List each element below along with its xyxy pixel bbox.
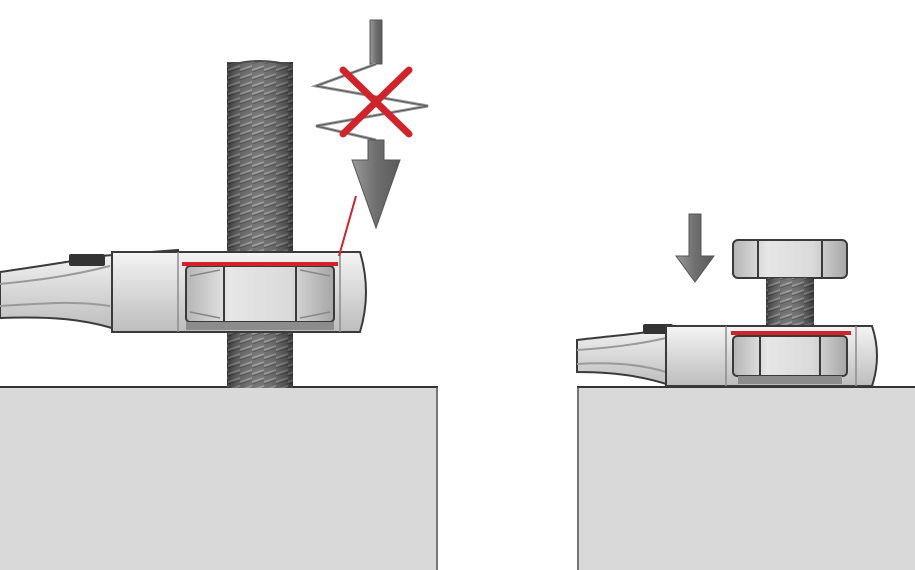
- cross-mark-icon: [339, 66, 413, 138]
- nut-left: [185, 265, 335, 330]
- no-force-arrow: [310, 19, 429, 230]
- panel-correct-use: [576, 213, 915, 570]
- bolt-thread: [766, 278, 814, 330]
- threaded-rod: [226, 60, 294, 388]
- contact-line-left: [182, 195, 357, 266]
- work-surface-left: [0, 386, 438, 570]
- panel-incorrect-use: [0, 19, 438, 570]
- work-surface-right: [577, 386, 915, 570]
- nut-right: [732, 335, 848, 384]
- force-arrow: [675, 213, 715, 283]
- bolt-head: [732, 239, 848, 279]
